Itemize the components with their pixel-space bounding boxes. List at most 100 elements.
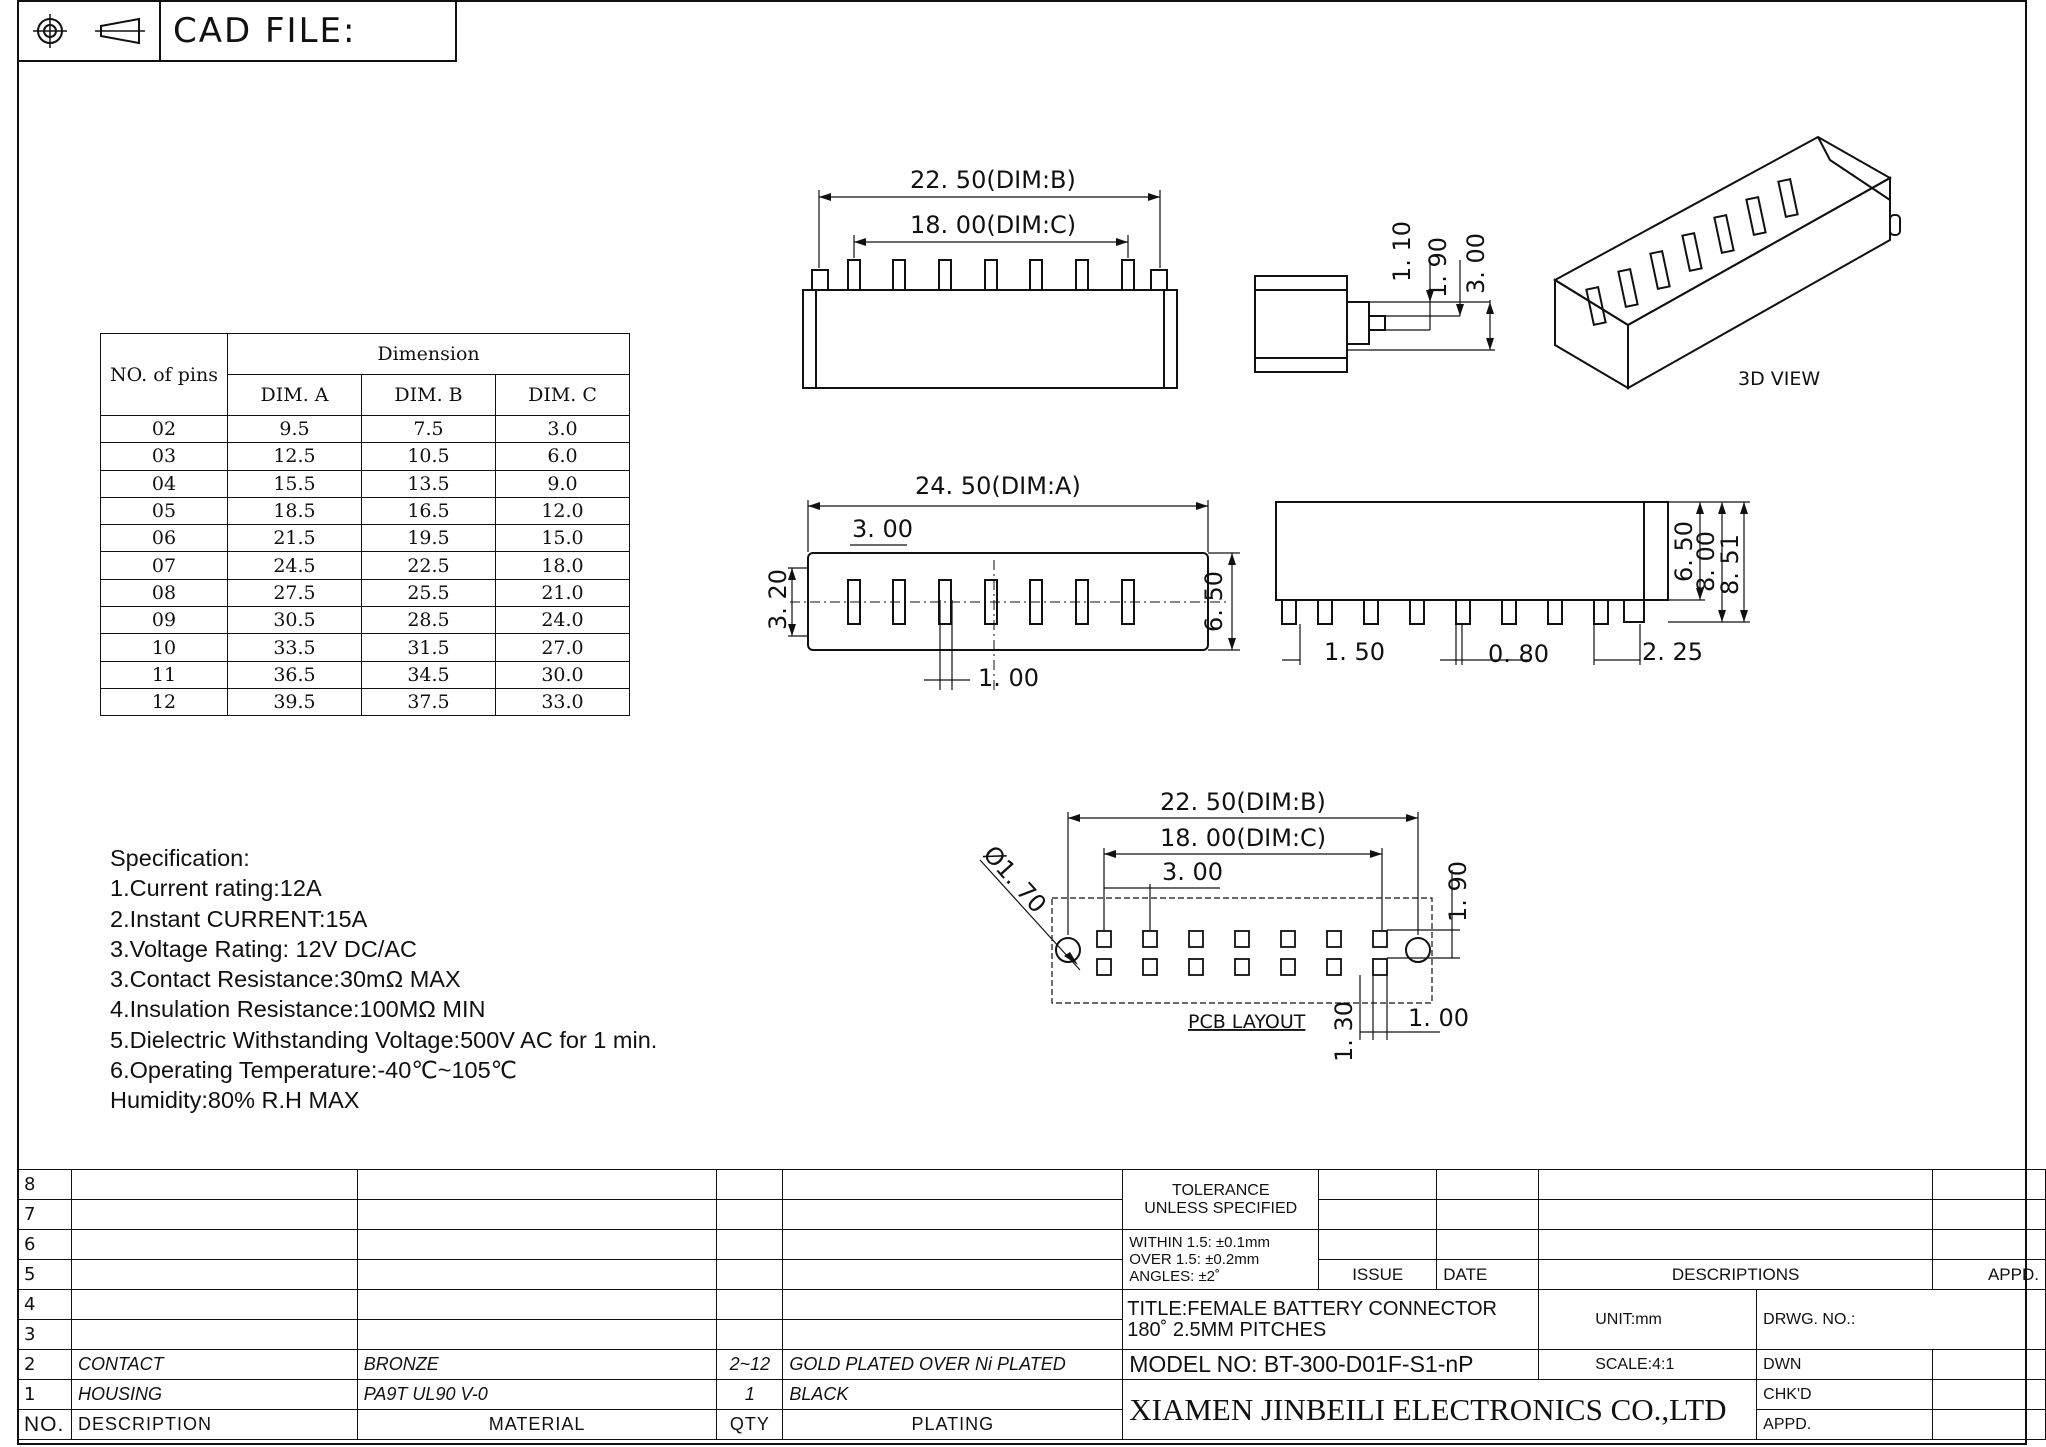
company-name: XIAMEN JINBEILI ELECTRONICS CO.,LTD [1122, 1379, 1758, 1440]
side-d3: 3. 00 [1462, 233, 1490, 294]
cell: 16.5 [361, 496, 496, 526]
bom-qty: 2~12 [716, 1349, 784, 1380]
top-view-body [807, 552, 1209, 651]
row-number: 5 [17, 1259, 72, 1290]
pcb-v1: 1. 90 [1444, 861, 1472, 922]
cell: 05 [100, 496, 228, 526]
cell: 12.5 [227, 442, 362, 471]
side2-h1: 6. 50 [1670, 521, 1698, 582]
scale-value: SCALE:4:1 [1538, 1349, 1758, 1380]
footer-desc: DESCRIPTION [70, 1409, 358, 1440]
side2-h2: 8. 00 [1692, 531, 1720, 592]
cad-file-label: CAD FILE: [173, 11, 357, 51]
cell: 09 [100, 606, 228, 635]
bom-desc: CONTACT [70, 1349, 358, 1380]
cell: 27.5 [227, 578, 362, 608]
spec-item: 3.Contact Resistance:30mΩ MAX [110, 966, 461, 993]
row-number: 1 [17, 1379, 72, 1410]
pcb-hole: Ø1. 70 [978, 840, 1052, 918]
3d-view-drawing [1553, 135, 1901, 390]
spec-title: Specification: [110, 845, 250, 871]
row-number: 6 [17, 1229, 72, 1260]
pcb-label: PCB LAYOUT [1188, 1011, 1306, 1033]
drawing-title: TITLE:FEMALE BATTERY CONNECTOR 180˚ 2.5M… [1122, 1289, 1540, 1350]
bom-material: BRONZE [356, 1349, 718, 1380]
side-view-2-body [1275, 501, 1669, 601]
specification-block: Specification: 1.Current rating:12A 2.In… [110, 843, 657, 1116]
pcb-hole-left [1055, 937, 1081, 963]
row-number: 8 [17, 1169, 72, 1200]
dimension-header: Dimension [227, 333, 630, 375]
unit-value: UNIT:mm [1538, 1289, 1758, 1350]
top-height: 3. 20 [764, 569, 792, 630]
pcb-outline [1051, 897, 1433, 1004]
front-dim-c: 18. 00(DIM:C) [910, 211, 1076, 239]
cell: 6.0 [495, 442, 630, 471]
rev-date: DATE [1436, 1259, 1540, 1290]
bom-plating: BLACK [782, 1379, 1124, 1410]
spec-item: 4.Insulation Resistance:100MΩ MIN [110, 996, 486, 1023]
spec-item: 5.Dielectric Withstanding Voltage:500V A… [110, 1026, 658, 1053]
drawing-frame [17, 0, 2027, 1445]
top-dim-a: 24. 50(DIM:A) [915, 472, 1081, 500]
footer-plating: PLATING [782, 1409, 1124, 1440]
title-line-2: 180˚ 2.5MM PITCHES [1127, 1318, 1327, 1341]
bom-qty: 1 [716, 1379, 784, 1410]
cell: 02 [100, 414, 228, 444]
cell: 30.5 [227, 606, 362, 635]
side2-b2: 0. 80 [1488, 640, 1549, 668]
front-dim-b: 22. 50(DIM:B) [910, 166, 1076, 194]
title-block: 8 TOLERANCE UNLESS SPECIFIED 7 6 WITHIN … [17, 1169, 2046, 1440]
side-d1: 1. 10 [1388, 221, 1416, 282]
cell: 03 [100, 442, 228, 471]
pcb-h1: 1. 00 [1408, 1004, 1469, 1032]
chkd-label: CHK'D [1756, 1379, 1933, 1410]
tolerance-title: TOLERANCE UNLESS SPECIFIED [1122, 1169, 1320, 1230]
footer-no: NO. [17, 1409, 72, 1440]
cell: 15.5 [227, 469, 362, 498]
side-d2: 1. 90 [1424, 237, 1452, 298]
footer-qty: QTY [716, 1409, 784, 1440]
cell: 37.5 [361, 687, 496, 717]
tolerance-title-2: UNLESS SPECIFIED [1144, 1199, 1298, 1217]
cell: 27.0 [495, 633, 630, 662]
projection-symbols [19, 2, 161, 60]
cell: 3.0 [495, 414, 630, 444]
row-number: 7 [17, 1199, 72, 1230]
side2-b1: 1. 50 [1324, 638, 1385, 666]
cell: 10.5 [361, 442, 496, 471]
side2-h3: 8. 51 [1716, 534, 1744, 595]
model-number: MODEL NO: BT-300-D01F-S1-nP [1122, 1349, 1540, 1380]
cell: 39.5 [227, 687, 362, 717]
tolerance-line: ANGLES: ±2˚ [1129, 1268, 1221, 1285]
technical-drawing: 22. 50(DIM:B) 18. 00(DIM:C) 1. 10 1. 90 … [764, 135, 1901, 1062]
row-number: 4 [17, 1289, 72, 1320]
3d-view-label: 3D VIEW [1738, 368, 1820, 390]
side-view-2-pins [1281, 599, 1645, 625]
cell: 18.5 [227, 496, 362, 526]
footer-material: MATERIAL [356, 1409, 718, 1440]
bom-material: PA9T UL90 V-0 [356, 1379, 718, 1410]
bom-desc: HOUSING [70, 1379, 358, 1410]
dimension-table: NO. of pins Dimension DIM. A DIM. B DIM.… [100, 333, 630, 717]
cell: 10 [100, 633, 228, 662]
spec-item: Humidity:80% R.H MAX [110, 1087, 360, 1114]
cell: 33.5 [227, 633, 362, 662]
projection-circle-icon [33, 14, 67, 48]
cell: 18.0 [495, 551, 630, 580]
pcb-dim-c: 18. 00(DIM:C) [1160, 824, 1326, 852]
cell: 21.5 [227, 524, 362, 553]
cell: 9.5 [227, 414, 362, 444]
cad-header: CAD FILE: [17, 0, 457, 62]
drawing-number: DRWG. NO.: [1756, 1289, 2046, 1350]
cell: 06 [100, 524, 228, 553]
rev-descriptions: DESCRIPTIONS [1538, 1259, 1933, 1290]
cell: 34.5 [361, 660, 496, 689]
front-view-body [802, 289, 1178, 389]
